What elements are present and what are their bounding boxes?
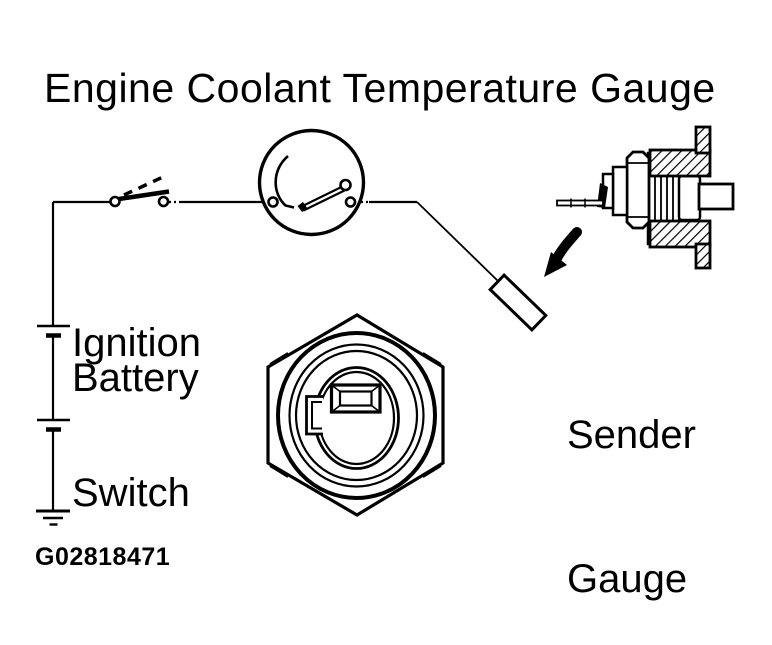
figure-code: G02818471	[35, 543, 171, 571]
temperature-gauge-dial	[257, 128, 366, 237]
dial-needle	[297, 178, 352, 212]
sensor-hex-head	[625, 150, 651, 230]
page-title: Engine Coolant Temperature Gauge	[44, 65, 716, 111]
dial-right-terminal	[344, 196, 357, 208]
sensor-terminal-pin	[556, 198, 604, 208]
cavity-key-notch-inner	[311, 401, 322, 430]
battery-symbol	[37, 324, 70, 432]
ignition-switch-label: Ignition Switch	[72, 218, 201, 618]
mounting-wall-hatched	[648, 125, 712, 270]
ignition-switch-symbol	[109, 174, 170, 208]
sender-gauge-label: Sender Gauge	[567, 315, 696, 645]
battery-label: Battery	[72, 356, 199, 400]
sender-gauge-label-line2: Gauge	[567, 557, 688, 601]
sender-connector-sleeve	[488, 273, 548, 332]
blade-terminal	[329, 383, 382, 414]
hex-chamfer-marks	[269, 352, 442, 478]
sensor-tip	[697, 182, 735, 211]
sensor-neck-step1	[611, 165, 629, 217]
circuit-wires	[51, 200, 500, 511]
dial-left-terminal	[267, 196, 279, 208]
down-left-arrow-icon	[544, 227, 582, 277]
sender-gauge-label-line1: Sender	[567, 413, 696, 457]
sensor-shank	[677, 174, 702, 222]
ground-symbol	[36, 509, 70, 526]
ignition-switch-label-line1: Ignition	[72, 321, 201, 365]
dial-scale-arc	[274, 155, 295, 209]
coolant-sensor-end-view	[266, 313, 445, 517]
coolant-sensor-side-view	[556, 125, 735, 270]
ignition-switch-label-line2: Switch	[72, 471, 190, 515]
